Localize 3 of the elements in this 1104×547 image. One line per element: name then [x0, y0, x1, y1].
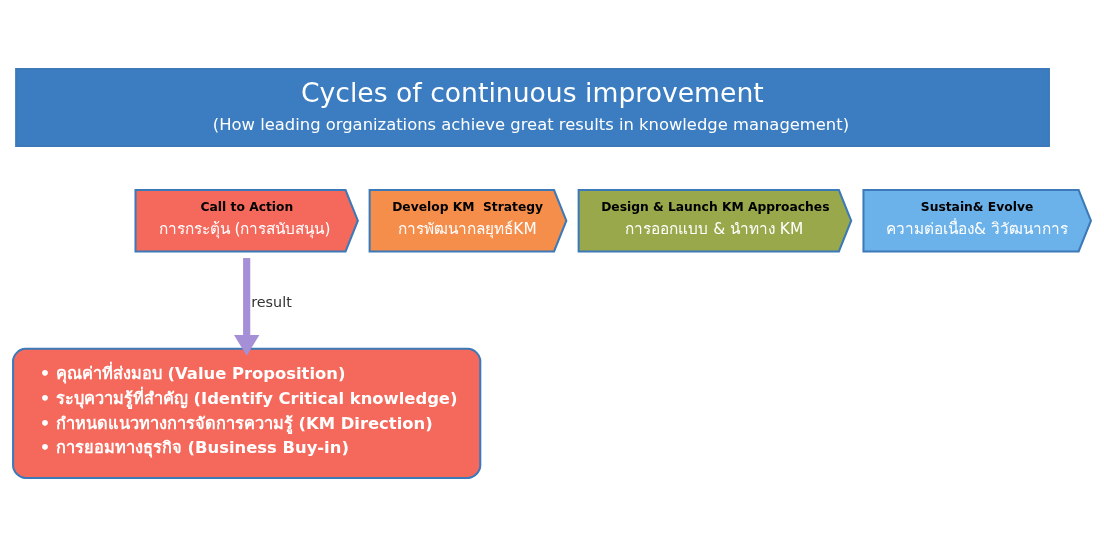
node-box: • คุณค่าที่ส่งมอบ (Value Proposition) • ระบุความรู้ที่สำคัญ (Identify Critical knowledge) • กำหนดแนวทางการจัดการความรู้ (KM Direction) • การยอมทางธุรกิจ (Business Buy-in) — [12, 347, 482, 479]
node-box: Cycles of continuous improvement (How leading organizations achieve great results in knowledge management) — [15, 68, 1050, 147]
edge-label: result — [251, 294, 292, 310]
